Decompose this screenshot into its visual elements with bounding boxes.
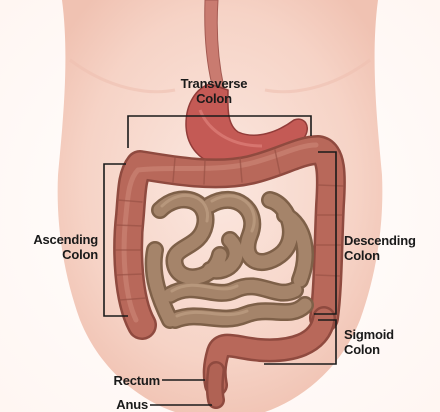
label-descending-colon: Descending Colon xyxy=(344,233,416,263)
label-sigmoid-colon: Sigmoid Colon xyxy=(344,327,394,357)
label-anus: Anus xyxy=(100,397,148,412)
label-rectum: Rectum xyxy=(80,373,160,388)
label-ascending-colon: Ascending Colon xyxy=(4,232,98,262)
label-transverse-colon: Transverse Colon xyxy=(160,76,268,106)
